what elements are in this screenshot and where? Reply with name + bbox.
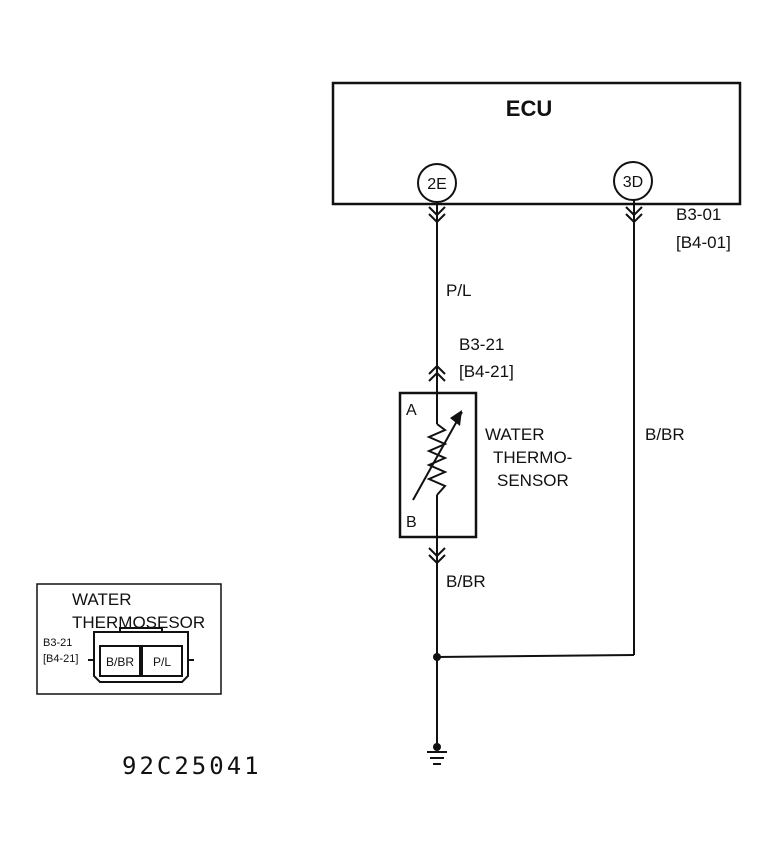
pin-3d-circle xyxy=(613,161,653,201)
junction-dot xyxy=(433,743,441,751)
inset-pin-bbr: B/BR xyxy=(106,655,134,669)
connector-chevron xyxy=(428,554,446,565)
inset-box xyxy=(36,583,222,695)
sensor-name-line2: THERMO- xyxy=(493,448,572,467)
arrow-head xyxy=(450,410,462,426)
connector-chevron xyxy=(428,364,446,375)
wire-label-bbr-right: B/BR xyxy=(645,425,685,444)
inset-code: B3-21 xyxy=(43,637,72,649)
pin-2e-circle xyxy=(417,163,457,203)
connector-chevron xyxy=(428,371,446,382)
inset-title-line1: WATER xyxy=(72,590,132,609)
connector-chevron xyxy=(428,206,446,217)
connector-chevron xyxy=(625,206,643,217)
figure-code: 92C25041 xyxy=(122,752,262,780)
ecu-connector-code-alt: [B4-01] xyxy=(676,233,731,252)
inset-title-line2: THERMOSESOR xyxy=(72,613,205,632)
wire-ground-join xyxy=(436,654,635,658)
ecu-connector-code: B3-01 xyxy=(676,205,721,224)
inset-pin-pl: P/L xyxy=(153,655,171,669)
sensor-connector-code: B3-21 xyxy=(459,335,504,354)
sensor-connector-code-alt: [B4-21] xyxy=(459,362,514,381)
junction-dot xyxy=(433,653,441,661)
connector-chevron xyxy=(428,547,446,558)
terminal-a-label: A xyxy=(406,402,417,419)
inset-connector xyxy=(93,631,189,683)
sensor-name-line3: SENSOR xyxy=(497,471,569,490)
terminal-b-label: B xyxy=(406,514,417,531)
sensor-name-line1: WATER xyxy=(485,425,545,444)
inset-code-alt: [B4-21] xyxy=(43,653,78,665)
wire-label-pl: P/L xyxy=(446,281,472,300)
ecu-title: ECU xyxy=(506,96,552,121)
variable-arrow xyxy=(412,411,463,501)
pin-2e-label: 2E xyxy=(427,176,447,193)
sensor-box xyxy=(398,391,478,539)
pin-3d-label: 3D xyxy=(623,174,643,191)
ecu-box xyxy=(331,81,742,206)
thermistor-resistor xyxy=(426,423,448,496)
wire-label-bbr-lower: B/BR xyxy=(446,572,486,591)
connector-chevron xyxy=(625,213,643,224)
connector-chevron xyxy=(428,213,446,224)
